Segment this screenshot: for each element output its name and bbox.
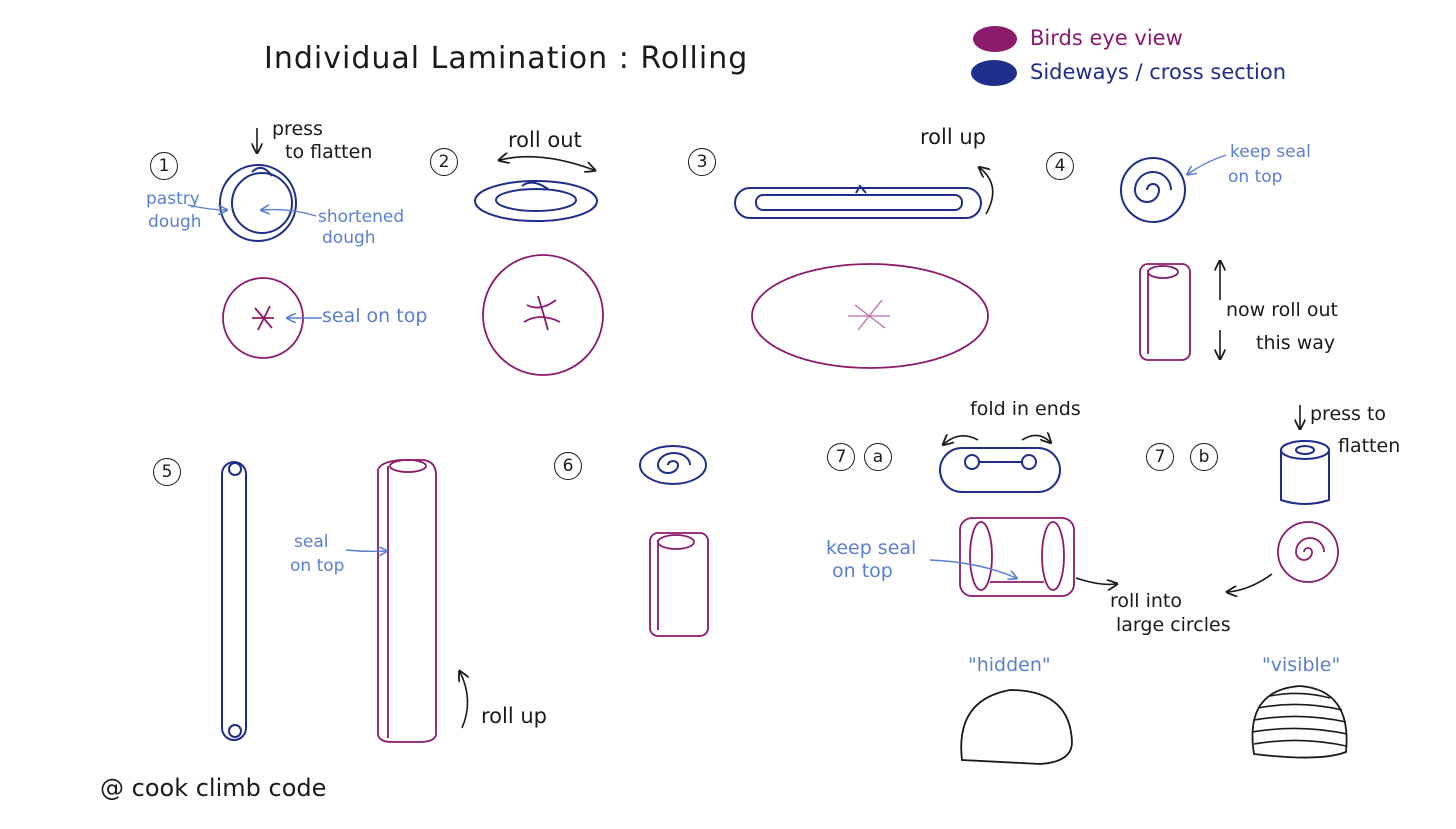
- step1-pastry-label-line1: pastry: [146, 189, 200, 209]
- step4-roll-label-line1: now roll out: [1226, 299, 1338, 321]
- step4-roll-label-line2: this way: [1256, 332, 1336, 354]
- step7a-fold-label: fold in ends: [970, 398, 1081, 420]
- legend-label-birds-eye: Birds eye view: [1030, 26, 1183, 50]
- step7a-hidden-dome: [960, 689, 1073, 765]
- step1-seal-label: seal on top: [322, 305, 428, 327]
- step7a-hidden-label: "hidden": [968, 654, 1051, 676]
- step5-seal-arrow: [345, 550, 386, 551]
- step1-shortened-label-line2: dough: [322, 228, 376, 248]
- step-letter-7b: b: [1190, 443, 1218, 471]
- step7a-folded-roll: [959, 517, 1075, 597]
- step4-roll-view: [1139, 263, 1191, 361]
- step-number-1: 1: [150, 152, 178, 180]
- step5-seal-label-line1: seal: [294, 532, 329, 552]
- step3-top-view: [751, 263, 989, 369]
- step-number-3: 3: [688, 148, 716, 176]
- step4-cross-section: [1120, 157, 1186, 223]
- step7a-circles-label-line1: roll into: [1110, 590, 1183, 612]
- step5-long-strip: [221, 461, 247, 741]
- step5-roll-label: roll up: [481, 704, 548, 728]
- page-title: Individual Lamination : Rolling: [264, 41, 749, 76]
- step6-spiral: [639, 445, 707, 485]
- step1-shortened-label-line1: shortened: [318, 207, 405, 227]
- step7a-fold-right-arrow: [1021, 435, 1050, 442]
- step1-pastry-label-line2: dough: [148, 212, 202, 232]
- step-number-7a: 7: [827, 443, 855, 471]
- step4-seal-arrow: [1188, 154, 1227, 174]
- step6-short-roll: [649, 532, 709, 637]
- step-letter-7a: a: [864, 443, 892, 471]
- step1-pastry-arrow: [187, 204, 226, 210]
- step7a-circles-arrow: [1075, 577, 1116, 584]
- step7a-cross-section: [939, 447, 1061, 493]
- step1-press-label-line2: to flatten: [285, 141, 373, 163]
- credit-text: @ cook climb code: [100, 774, 327, 802]
- step2-roll-label: roll out: [508, 128, 582, 152]
- step7a-seal-label-line2: on top: [832, 560, 893, 582]
- legend-label-sideways: Sideways / cross section: [1030, 60, 1287, 84]
- step3-cross-section: [734, 184, 982, 219]
- step4-seal-label-line1: keep seal: [1230, 142, 1311, 162]
- step3-roll-arrow: [980, 168, 994, 215]
- step-number-7b: 7: [1146, 443, 1174, 471]
- step5-roll-arrow: [460, 672, 468, 729]
- step7b-cylinder: [1280, 440, 1330, 505]
- step7b-circles-arrow: [1228, 573, 1273, 592]
- step2-roll-arrow: [500, 157, 594, 170]
- step7b-visible-dome: [1251, 685, 1348, 759]
- step3-roll-label: roll up: [920, 125, 987, 149]
- step1-press-label-line1: press: [272, 118, 323, 140]
- step7a-circles-label-line2: large circles: [1116, 614, 1231, 636]
- step5-seal-label-line2: on top: [290, 556, 345, 576]
- step7b-press-label-line2: flatten: [1338, 435, 1401, 457]
- step7b-visible-label: "visible": [1262, 654, 1341, 676]
- legend-swatch-birds-eye: [973, 26, 1017, 52]
- step2-cross-section: [474, 180, 598, 222]
- step7b-spiral: [1277, 521, 1339, 583]
- step1-shortened-arrow: [262, 210, 317, 217]
- step4-seal-label-line2: on top: [1228, 167, 1283, 187]
- step7a-seal-arrow: [929, 559, 1016, 578]
- step-number-5: 5: [153, 458, 181, 486]
- step7b-press-label-line1: press to: [1310, 403, 1387, 425]
- step-number-2: 2: [430, 148, 458, 176]
- step7a-fold-left-arrow: [944, 436, 979, 444]
- step1-cross-section: [219, 164, 297, 242]
- legend-swatch-sideways: [971, 60, 1017, 86]
- step7a-seal-label-line1: keep seal: [826, 537, 917, 559]
- step2-top-view: [482, 254, 604, 376]
- step-number-6: 6: [554, 452, 582, 480]
- step-number-4: 4: [1046, 152, 1074, 180]
- step5-rolled-log: [377, 459, 437, 743]
